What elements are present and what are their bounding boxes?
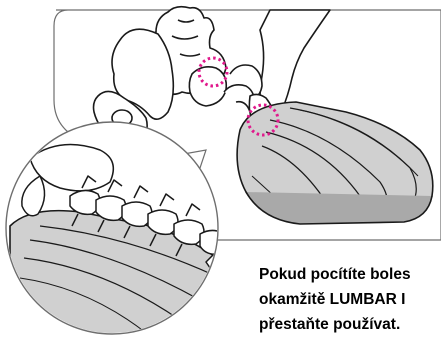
warning-line-2: okamžitě LUMBAR I — [259, 287, 441, 312]
warning-line-1: Pokud pocítíte boles — [259, 262, 441, 287]
lumbar-cushion-icon — [237, 102, 433, 224]
warning-text: Pokud pocítíte boles okamžitě LUMBAR I p… — [259, 262, 441, 337]
warning-line-3: přestaňte používat. — [259, 312, 441, 337]
